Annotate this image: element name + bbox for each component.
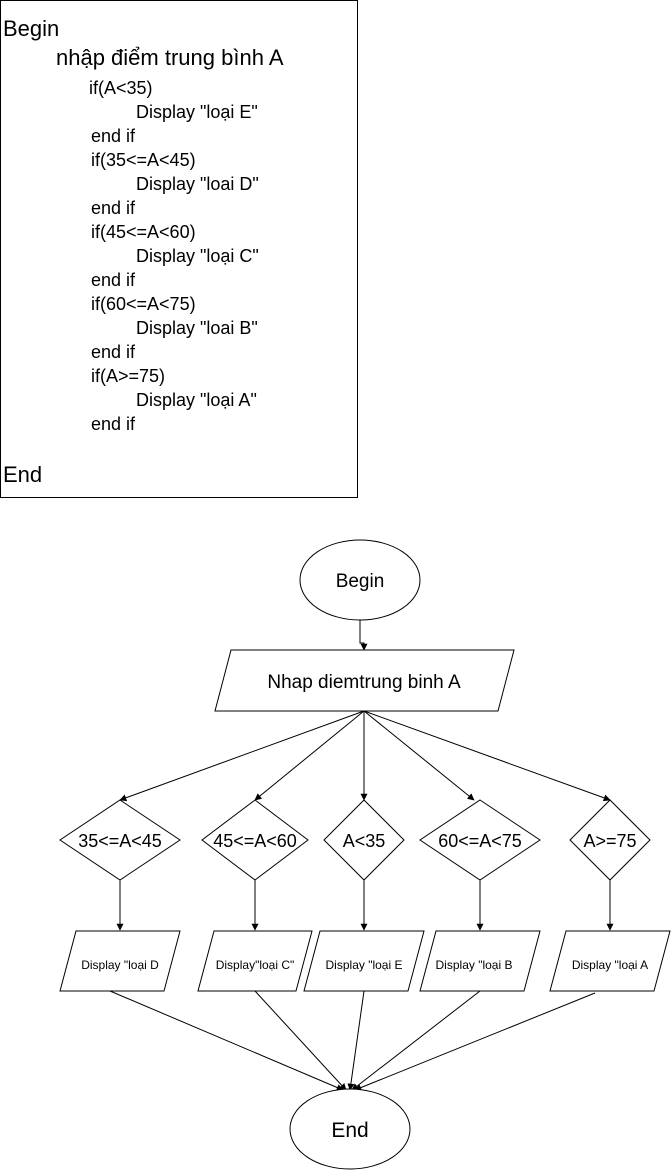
decision-label: 60<=A<75	[438, 831, 522, 851]
pseudo-display-b: Display "loai B"	[136, 318, 258, 338]
decision-node: 60<=A<75	[419, 799, 541, 881]
pseudo-if-lt35: if(A<35)	[89, 78, 153, 98]
output-label: Display "loại E	[326, 958, 403, 972]
pseudo-endif-4: end if	[91, 342, 136, 362]
input-label: Nhap diemtrung binh A	[267, 672, 461, 693]
decision-label: A>=75	[583, 831, 636, 851]
begin-node: Begin	[299, 539, 421, 621]
pseudo-endif-3: end if	[91, 270, 136, 290]
decision-node: A>=75	[569, 799, 651, 881]
pseudo-endif-2: end if	[91, 198, 136, 218]
decision-node: A<35	[323, 799, 405, 881]
input-node: Nhap diemtrung binh A	[214, 649, 515, 712]
edge-out-end-3	[347, 990, 365, 1091]
begin-label: Begin	[336, 571, 385, 592]
edge-input-dec-5	[363, 710, 611, 802]
output-node: Display "loại A	[549, 930, 671, 992]
pseudo-begin: Begin	[3, 16, 60, 41]
pseudo-end: End	[3, 462, 43, 487]
pseudo-endif-5: end if	[91, 414, 136, 434]
pseudo-if-ge75: if(A>=75)	[91, 366, 166, 386]
output-label: Display"loại C"	[216, 958, 295, 972]
output-node: Display "loại B	[419, 930, 541, 992]
end-node: End	[289, 1088, 411, 1170]
edge-input-dec-4	[363, 710, 475, 801]
pseudo-display-a: Display "loại A"	[136, 390, 257, 410]
pseudo-display-e: Display "loại E"	[136, 102, 258, 122]
end-label: End	[331, 1119, 368, 1142]
edge-out-end-5	[354, 992, 596, 1091]
output-label: Display "loại D	[81, 958, 159, 972]
pseudocode-panel: Begin nhập điểm trung bình A if(A<35) Di…	[0, 0, 358, 498]
pseudo-endif-1: end if	[91, 126, 136, 146]
pseudo-if-35-45: if(35<=A<45)	[91, 150, 196, 170]
edge-out-end-4	[351, 990, 481, 1091]
edge-begin-input	[359, 620, 368, 651]
output-node: Display "loại D	[59, 930, 181, 992]
output-node: Display"loại C"	[197, 930, 313, 992]
decision-label: 45<=A<60	[213, 831, 297, 851]
output-label: Display "loại B	[436, 958, 513, 972]
pseudo-input: nhập điểm trung bình A	[56, 45, 284, 70]
decision-node: 35<=A<45	[59, 799, 181, 881]
pseudo-if-60-75: if(60<=A<75)	[91, 294, 196, 314]
output-node: Display "loại E	[303, 930, 425, 992]
edge-input-dec-2	[254, 710, 365, 801]
pseudo-display-c: Display "loại C"	[136, 246, 259, 266]
decision-node: 45<=A<60	[201, 799, 309, 881]
edge-out-end-2	[254, 990, 347, 1091]
edge-out-end-1	[109, 990, 344, 1091]
pseudo-display-d: Display "loai D"	[136, 174, 259, 194]
decision-label: 35<=A<45	[78, 831, 162, 851]
pseudo-if-45-60: if(45<=A<60)	[91, 222, 196, 242]
edge-input-dec-1	[119, 710, 365, 802]
output-label: Display "loại A	[572, 958, 648, 972]
decision-label: A<35	[343, 831, 386, 851]
